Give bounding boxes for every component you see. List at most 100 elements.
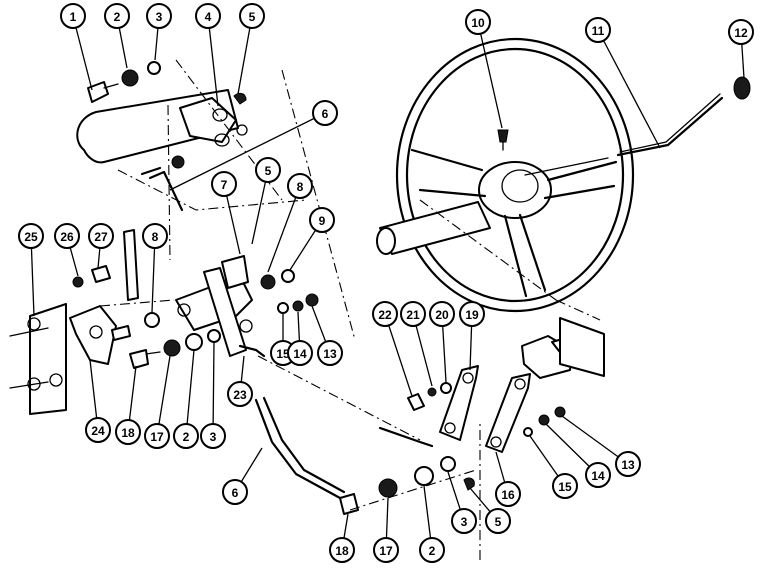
callout-leader bbox=[477, 21, 503, 129]
callout-label: 6 bbox=[322, 107, 329, 121]
callout-label: 5 bbox=[495, 515, 502, 529]
turn-signal-lever-part bbox=[524, 76, 751, 176]
callout-leader bbox=[185, 349, 195, 437]
callout-5: 5 bbox=[251, 157, 281, 245]
lever-rod-lower bbox=[254, 398, 342, 500]
callout-label: 9 bbox=[319, 214, 326, 228]
callout-2: 2 bbox=[173, 349, 199, 449]
callout-label: 3 bbox=[210, 430, 217, 444]
callout-label: 14 bbox=[591, 469, 605, 483]
callout-label: 2 bbox=[183, 430, 190, 444]
callout-label: 8 bbox=[152, 230, 159, 244]
callout-25: 25 bbox=[18, 223, 44, 317]
callout-label: 17 bbox=[379, 544, 393, 558]
callout-16: 16 bbox=[495, 451, 521, 507]
callout-label: 2 bbox=[114, 10, 121, 24]
callout-label: 27 bbox=[94, 230, 108, 244]
callout-leader bbox=[212, 341, 215, 437]
link-rod bbox=[238, 344, 266, 358]
callout-14: 14 bbox=[545, 423, 611, 488]
callout-label: 10 bbox=[471, 16, 485, 30]
fasteners-lower-left bbox=[129, 329, 221, 369]
callout-22: 22 bbox=[372, 301, 413, 397]
lever-housing-part bbox=[76, 89, 248, 164]
callout-label: 17 bbox=[150, 430, 164, 444]
small-parts-upper bbox=[87, 61, 247, 169]
callout-leader bbox=[30, 235, 35, 317]
callout-21: 21 bbox=[400, 301, 433, 387]
callout-11: 11 bbox=[585, 17, 661, 149]
callout-3: 3 bbox=[200, 341, 226, 449]
callout-9: 9 bbox=[289, 207, 335, 271]
callout-label: 22 bbox=[378, 308, 392, 322]
callout-19: 19 bbox=[459, 301, 485, 371]
callout-3: 3 bbox=[447, 471, 477, 534]
callout-6: 6 bbox=[169, 100, 338, 191]
callout-label: 15 bbox=[558, 480, 572, 494]
pin-part bbox=[123, 229, 139, 301]
callout-label: 25 bbox=[24, 230, 38, 244]
steering-wheel bbox=[376, 37, 635, 313]
callout-label: 5 bbox=[249, 10, 256, 24]
callout-2: 2 bbox=[104, 3, 130, 69]
callout-label: 18 bbox=[121, 426, 135, 440]
callout-leader bbox=[169, 112, 326, 191]
bracket-assembly bbox=[175, 255, 319, 357]
callout-23: 23 bbox=[227, 355, 253, 407]
callout-label: 13 bbox=[323, 347, 337, 361]
callout-13: 13 bbox=[311, 305, 343, 366]
callout-27: 27 bbox=[88, 223, 114, 269]
callout-10: 10 bbox=[465, 9, 503, 129]
callout-label: 14 bbox=[293, 347, 307, 361]
callout-label: 12 bbox=[734, 26, 748, 40]
link-rod-right bbox=[378, 426, 434, 448]
callout-leader bbox=[597, 29, 661, 149]
callout-12: 12 bbox=[728, 19, 754, 79]
callout-leader bbox=[156, 355, 171, 437]
callout-18: 18 bbox=[115, 365, 141, 445]
callout-1: 1 bbox=[60, 3, 93, 91]
callout-label: 5 bbox=[265, 164, 272, 178]
callout-label: 8 bbox=[297, 180, 304, 194]
callout-label: 24 bbox=[91, 424, 105, 438]
callout-7: 7 bbox=[211, 171, 241, 255]
callout-8: 8 bbox=[267, 173, 313, 273]
callout-3: 3 bbox=[146, 3, 172, 61]
callout-label: 3 bbox=[156, 10, 163, 24]
callout-label: 19 bbox=[465, 308, 479, 322]
callout-label: 26 bbox=[60, 230, 74, 244]
callout-leader bbox=[384, 313, 413, 397]
callout-4: 4 bbox=[195, 3, 221, 107]
callout-label: 7 bbox=[221, 178, 228, 192]
callout-24: 24 bbox=[85, 359, 111, 443]
lever-rod-upper bbox=[148, 170, 184, 212]
callout-label: 1 bbox=[70, 10, 77, 24]
callout-label: 2 bbox=[429, 544, 436, 558]
callout-18: 18 bbox=[329, 513, 355, 563]
callout-17: 17 bbox=[144, 355, 171, 449]
callout-20: 20 bbox=[429, 301, 455, 383]
callout-label: 21 bbox=[406, 308, 420, 322]
callout-5: 5 bbox=[237, 3, 265, 95]
callout-leader bbox=[237, 15, 253, 95]
callout-leader bbox=[267, 185, 301, 273]
callout-8: 8 bbox=[142, 223, 168, 313]
callout-26: 26 bbox=[54, 223, 80, 277]
callout-label: 3 bbox=[461, 515, 468, 529]
callout-15: 15 bbox=[529, 435, 578, 499]
callout-label: 13 bbox=[621, 458, 635, 472]
callout-5: 5 bbox=[469, 487, 511, 534]
callout-label: 23 bbox=[233, 388, 247, 402]
callout-leader bbox=[207, 15, 219, 107]
callout-13: 13 bbox=[561, 415, 641, 477]
fasteners-lower bbox=[339, 456, 475, 515]
arm-assemblies bbox=[407, 317, 605, 453]
horn-button-part bbox=[497, 129, 509, 151]
callout-2: 2 bbox=[419, 485, 445, 563]
callout-label: 11 bbox=[592, 24, 605, 38]
callout-label: 18 bbox=[335, 544, 349, 558]
callout-label: 4 bbox=[205, 10, 212, 24]
callout-17: 17 bbox=[373, 497, 399, 563]
callout-label: 16 bbox=[501, 488, 515, 502]
